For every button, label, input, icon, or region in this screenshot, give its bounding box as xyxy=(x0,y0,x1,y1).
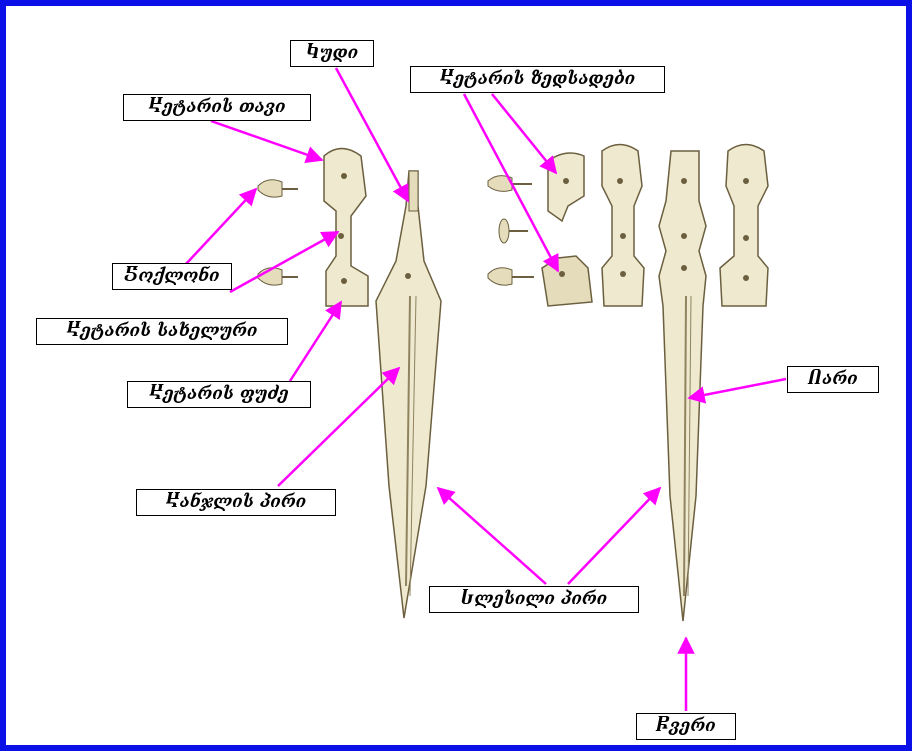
label-hilt-base: Ⴞეტარის ფუძე xyxy=(127,381,311,408)
label-point: Ⴜვერი xyxy=(636,713,736,740)
right-blade xyxy=(659,151,706,621)
label-rivet: Ⴝოქლონი xyxy=(112,263,232,290)
label-kudi: Ⴉუდი xyxy=(290,40,374,67)
label-hilt-pommel-plates: Ⴞეტარის ზედსადები xyxy=(410,66,665,93)
label-hilt-grip: Ⴞეტარის სახელური xyxy=(36,318,288,345)
label-fuller: Ⴖარი xyxy=(787,366,879,393)
label-hilt-head: Ⴞეტარის თავი xyxy=(123,94,311,121)
label-blade: Ⴞანჯლის პირი xyxy=(136,489,336,516)
label-sharpened-edge: Ⴑლესილი პირი xyxy=(429,586,639,613)
right-hilt-pieces xyxy=(488,145,768,307)
left-hilt-pieces xyxy=(258,149,368,307)
left-blade xyxy=(376,171,441,618)
